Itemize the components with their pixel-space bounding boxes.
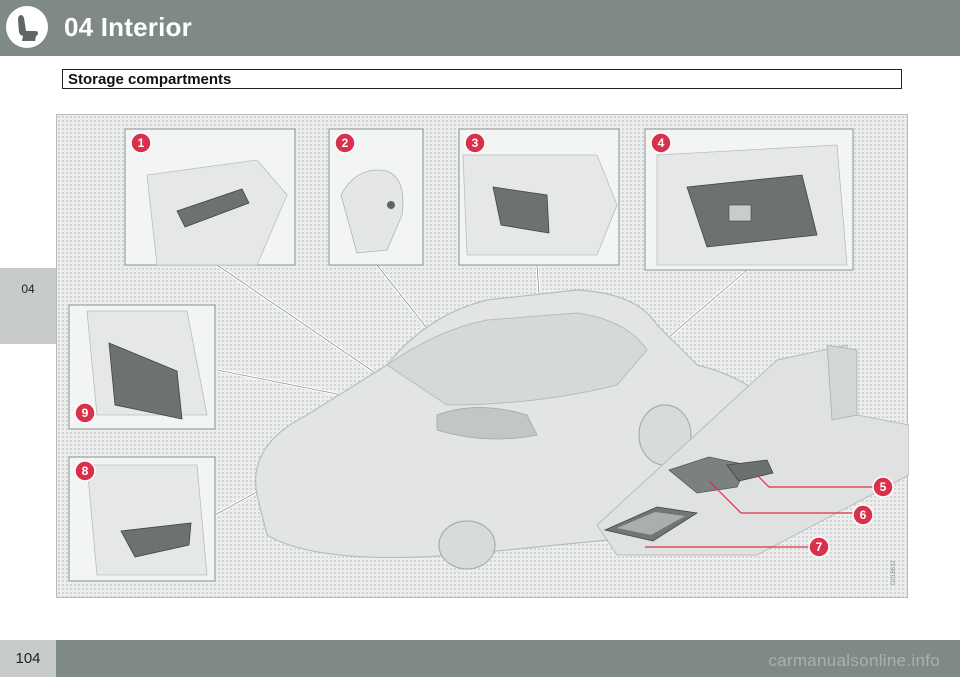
- page-number-box: [0, 640, 56, 677]
- chapter-header: [0, 0, 960, 56]
- callout-lines: [645, 474, 875, 548]
- figure-code: G018632: [891, 560, 897, 585]
- detail-box-8: [68, 456, 216, 582]
- side-margin-upper: [0, 56, 56, 268]
- detail-box-4: [644, 128, 854, 271]
- section-title-bar: [62, 69, 902, 89]
- callout-4: 4: [650, 132, 672, 154]
- callout-9-label: 9: [82, 406, 89, 420]
- callout-1-label: 1: [138, 136, 145, 150]
- detail-box-3: [458, 128, 620, 266]
- callout-3-label: 3: [472, 136, 479, 150]
- callout-6-label: 6: [860, 508, 867, 522]
- callout-6: 6: [852, 504, 874, 526]
- callout-7-label: 7: [816, 540, 823, 554]
- callout-5-label: 5: [880, 480, 887, 494]
- detail-box-1: [124, 128, 296, 266]
- callout-8-label: 8: [82, 464, 89, 478]
- storage-compartments-figure: 1 2 3 4 5 6 7 8: [56, 114, 909, 598]
- callout-1: 1: [130, 132, 152, 154]
- callout-5: 5: [872, 476, 894, 498]
- callout-3: 3: [464, 132, 486, 154]
- page-footer: [0, 640, 960, 677]
- detail-box-2: [328, 128, 424, 266]
- watermark: carmanualsonline.info: [768, 651, 940, 670]
- page-number: 104: [15, 650, 41, 667]
- car-illustration: [255, 289, 909, 570]
- callout-2: 2: [334, 132, 356, 154]
- callout-4-label: 4: [658, 136, 665, 150]
- seat-icon: [4, 4, 50, 50]
- chapter-side-tab-label: 04: [21, 282, 35, 296]
- callout-2-label: 2: [342, 136, 349, 150]
- callout-8: 8: [74, 460, 96, 482]
- callout-9: 9: [74, 402, 96, 424]
- side-margin-lower: [0, 344, 56, 640]
- section-title: Storage compartments: [68, 71, 232, 88]
- chapter-side-tab: [0, 268, 56, 344]
- callout-7: 7: [808, 536, 830, 558]
- chapter-title: 04 Interior: [64, 12, 192, 42]
